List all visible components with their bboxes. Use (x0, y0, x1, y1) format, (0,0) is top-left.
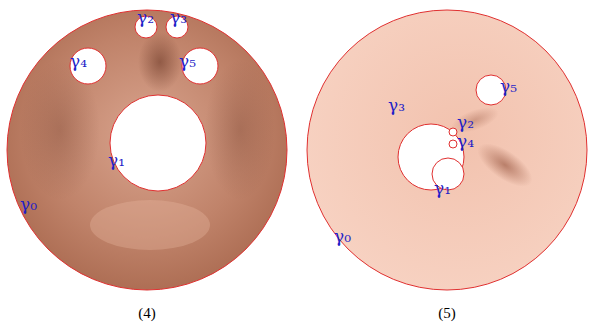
disk-4 (7, 10, 287, 290)
boundary-label: γ₀ (334, 228, 351, 245)
boundary-label: γ₃ (170, 9, 187, 26)
boundary-label: γ₅ (179, 53, 196, 70)
boundary-label: γ₀ (20, 196, 37, 213)
boundary-label: γ₁ (434, 180, 451, 197)
boundary-label: γ₅ (500, 78, 517, 95)
subfigure-caption: (5) (438, 306, 456, 321)
boundary-label: γ₁ (108, 152, 125, 169)
boundary-label: γ₄ (70, 53, 87, 70)
boundary-label: γ₂ (457, 114, 474, 131)
boundary-label: γ₂ (137, 9, 154, 26)
boundary-label: γ₄ (457, 133, 474, 150)
subfigure-caption: (4) (138, 306, 156, 321)
disk-5 (307, 10, 587, 290)
boundary-label: γ₃ (388, 97, 405, 114)
